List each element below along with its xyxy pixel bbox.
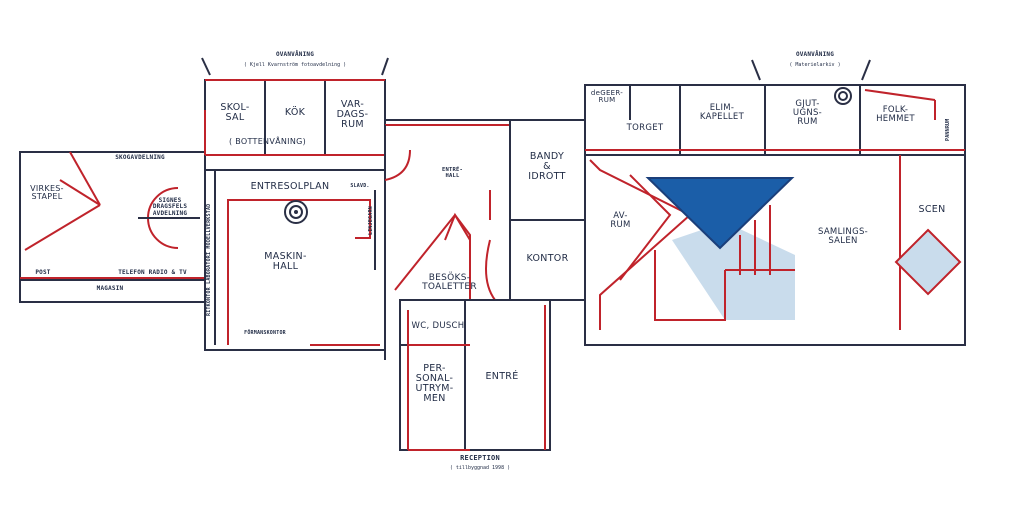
upper-right-note: ( Materielarkiv ) <box>789 62 841 68</box>
room-besokstoaletter: BESÖKS- TOALETTER <box>422 273 477 293</box>
room-elim: ELIM- KAPELLET <box>699 103 745 122</box>
reception-note: ( tillbyggnad 1998 ) <box>449 465 511 471</box>
room-virkesstapel: VIRKES- STAPEL <box>30 184 64 202</box>
room-vardagsrum: VAR- DAGS- RUM <box>336 99 369 130</box>
east-wing-walls <box>584 59 966 346</box>
room-slavd: SLAVD. <box>350 183 370 189</box>
upper-left-walls <box>201 57 389 156</box>
upper-left-note: ( Kjell Kvarnström fotoavdelning ) <box>243 62 347 68</box>
west-wing-walls <box>19 151 206 303</box>
room-torget: TORGET <box>626 123 664 133</box>
room-gjutugnsrum: GJUT- UGNS- RUM <box>792 99 823 127</box>
room-samlingssalen: SAMLINGS- SALEN <box>817 227 869 246</box>
room-skogavdelning: SKOGAVDELNING <box>115 154 165 161</box>
signes-circle <box>138 187 200 249</box>
assembly-hall-seating <box>654 205 795 321</box>
room-maskinhall: MASKIN- HALL <box>264 251 307 272</box>
room-bottenvaning: ( BOTTENVÅNING) <box>228 137 307 146</box>
room-wc-dusch: WC, DUSCH <box>411 321 465 331</box>
room-bandy: BANDY & IDROTT <box>528 151 566 182</box>
room-formanskontor: FÖRMANSKONTOR <box>244 330 286 336</box>
room-kontor: KONTOR <box>526 253 569 264</box>
room-folkhemmet: FOLK- HEMMET <box>876 105 915 124</box>
room-entrehall: ENTRÉ- HALL <box>441 167 464 179</box>
stage-triangle <box>645 177 795 250</box>
room-personalutrymmen: PER- SONAL- UTRYM- MEN <box>415 363 454 404</box>
room-degeer: deGEER- RUM <box>590 89 624 105</box>
room-magasin: MAGASIN <box>96 285 124 292</box>
room-entre: ENTRÉ <box>485 371 519 382</box>
room-post: POST <box>35 269 51 276</box>
room-scen: SCEN <box>918 204 946 215</box>
gjutugn-icon <box>834 87 852 105</box>
upper-left-header: OVANVÅNING <box>275 51 315 58</box>
room-kok: KÖK <box>284 107 306 118</box>
reception-header: RECEPTION <box>460 454 500 462</box>
room-signes: SIGNES DRAGSFELS AVDELNING <box>152 197 188 217</box>
room-linjegarn: LINJEGARN <box>368 206 374 235</box>
upper-right-header: OVANVÅNING <box>795 51 835 58</box>
room-ritkontor: RITKONTOR LABORATORI MODELLVERKSTAD <box>206 203 212 317</box>
stage-diamond <box>894 228 962 296</box>
machine-hall-crane-icon <box>284 200 308 224</box>
room-entresolplan: ENTRESOLPLAN <box>250 181 330 192</box>
bandy-kontor-walls <box>509 119 586 301</box>
room-avrum: AV- RUM <box>610 211 631 230</box>
reception-wing-walls <box>399 299 551 451</box>
room-pannrum: PANNRUM <box>945 118 951 142</box>
room-telefon: TELEFON RADIO & TV <box>118 269 187 276</box>
room-skolsal: SKOL- SAL <box>220 102 250 123</box>
